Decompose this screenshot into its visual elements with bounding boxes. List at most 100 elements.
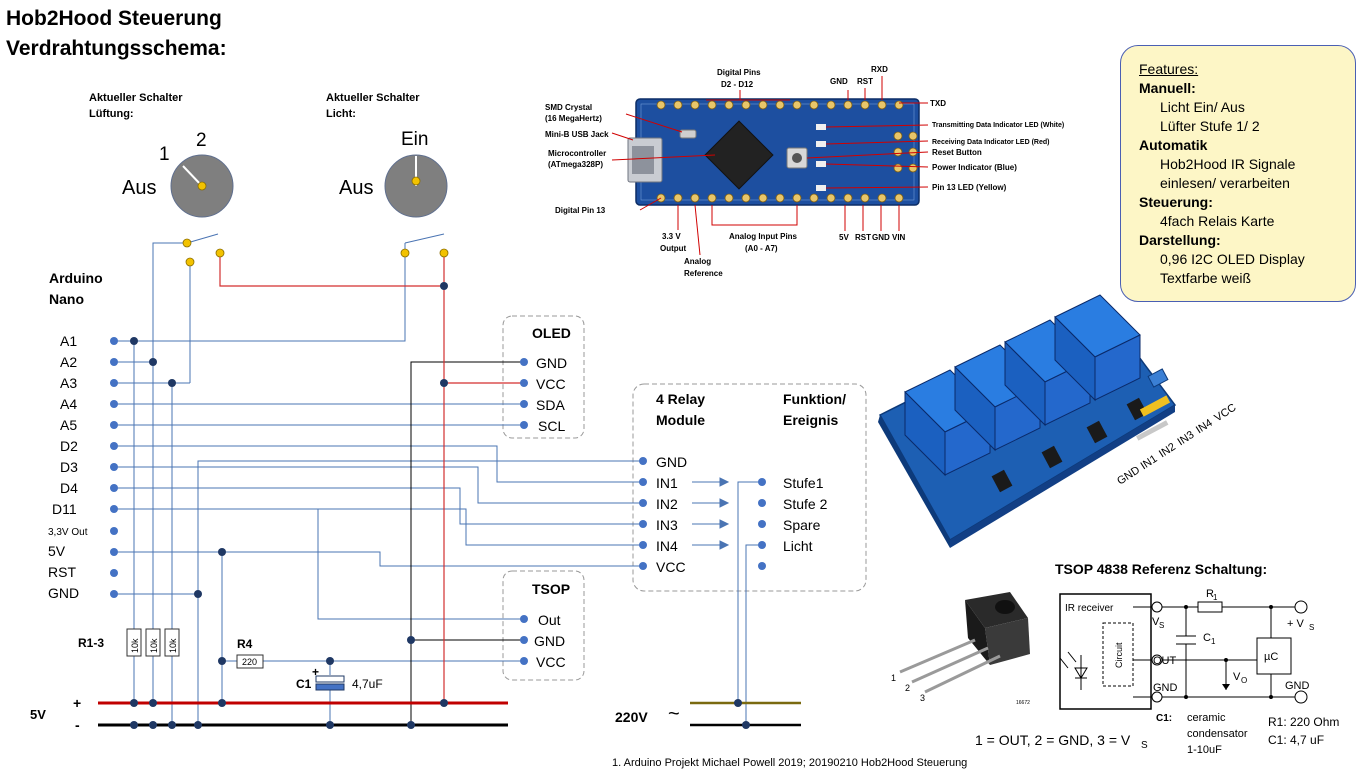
nano-label-rxd: RXD <box>871 65 888 74</box>
relay-pin-in2: IN2 <box>656 496 678 512</box>
arduino-pin-labels: A1 A2 A3 A4 A5 D2 D3 D4 D11 3,3V Out 5V … <box>48 333 88 601</box>
light-switch-caption1: Aktueller Schalter <box>326 92 420 104</box>
features-auto-item1: Hob2Hood IR Signale <box>1160 156 1296 172</box>
nano-mcu <box>704 120 774 190</box>
resistor-r1 <box>126 628 142 657</box>
tsop-box <box>502 570 585 681</box>
relay-photo-in4: IN4 <box>1194 417 1215 436</box>
tsop-pin-vcc: VCC <box>536 654 566 670</box>
tsop-pin-out: Out <box>538 612 561 628</box>
tsop-ref-vo-sub: O <box>1241 676 1247 685</box>
r4-value: 220 <box>242 657 257 667</box>
tsop-ref-title: TSOP 4838 Referenz Schaltung: <box>1055 561 1267 577</box>
c1-value: 4,7uF <box>352 677 383 691</box>
tsop-title: TSOP <box>532 581 570 597</box>
nano-label-smd1: SMD Crystal <box>545 103 592 112</box>
pin-label-a3: A3 <box>60 375 77 391</box>
nano-label-power-led: Power Indicator (Blue) <box>932 163 1017 172</box>
nano-label-reset: Reset Button <box>932 148 982 157</box>
resistor-r3 <box>164 628 180 657</box>
red-wires <box>219 253 524 703</box>
relay-func-spare: Spare <box>783 517 821 533</box>
nano-label-mcu2: (ATmega328P) <box>548 160 603 169</box>
tsop-pinout: 1 = OUT, 2 = GND, 3 = V <box>975 732 1131 748</box>
pin-label-d3: D3 <box>60 459 78 475</box>
tsop-pin3: 3 <box>920 693 925 703</box>
tsop-ref-c1: C <box>1203 632 1211 644</box>
nano-label-analog1: Analog Input Pins <box>729 232 798 241</box>
relay-module-picture: GND IN1 IN2 IN3 IN4 VCC <box>878 294 1238 548</box>
relay-title2: Module <box>656 412 705 428</box>
relay-photo-in2: IN2 <box>1157 441 1178 460</box>
nano-label-bvin: VIN <box>892 233 906 242</box>
pin-label-a1: A1 <box>60 333 77 349</box>
nano-label-v33-1: 3.3 V <box>662 232 681 241</box>
fan-switch-caption2: Lüftung: <box>89 108 134 120</box>
tsop-c1-note-1: ceramic <box>1187 712 1226 724</box>
tsop-value-r1: R1: 220 Ohm <box>1268 715 1339 729</box>
label-5v: 5V <box>30 707 46 722</box>
fan-pos1: 1 <box>159 144 170 165</box>
tsop-code: 16672 <box>1016 700 1030 706</box>
tsop-ref-gnd: GND <box>1153 682 1178 694</box>
pin-label-rst: RST <box>48 564 76 580</box>
features-control-item1: 4fach Relais Karte <box>1160 213 1275 229</box>
pin-label-d4: D4 <box>60 480 78 496</box>
label-220v: 220V <box>615 709 648 725</box>
c1-label: C1 <box>296 677 312 691</box>
light-off: Aus <box>339 177 373 199</box>
label-minus: - <box>75 717 80 733</box>
relay-arrows <box>692 477 730 550</box>
nano-label-gnd: GND <box>830 77 848 86</box>
black-wires <box>410 361 524 725</box>
tsop-circuit: Circuit <box>1114 642 1124 668</box>
tsop-ref-r1: R <box>1206 588 1214 600</box>
resistor-r2 <box>145 628 161 657</box>
pin-label-a4: A4 <box>60 396 77 412</box>
pin-label-d2: D2 <box>60 438 78 454</box>
oled-pin-vcc: VCC <box>536 376 566 392</box>
arduino-nano-picture: Digital Pins D2 - D12 GND RST RXD TXD SM… <box>545 65 1064 278</box>
tsop-ref-r1-sub: 1 <box>1213 593 1218 602</box>
relay-pin-vcc: VCC <box>656 559 686 575</box>
relay-pin-in1: IN1 <box>656 475 678 491</box>
blue-wires <box>114 233 762 725</box>
fan-switch-caption1: Aktueller Schalter <box>89 92 183 104</box>
relay-func1: Funktion/ <box>783 391 846 407</box>
footer: 1. Arduino Projekt Michael Powell 2019; … <box>612 757 967 769</box>
tsop-ref-out: OUT <box>1153 655 1177 667</box>
resistors-r1-3: R1-3 10k 10k 10k <box>78 628 180 657</box>
nano-label-bgnd: GND <box>872 233 890 242</box>
power-bus: 5V + - 220V ~ <box>30 695 801 733</box>
pin-label-d11: D11 <box>52 501 77 517</box>
nano-label-smd2: (16 MegaHertz) <box>545 114 602 123</box>
nano-label-tx-led: Transmitting Data Indicator LED (White) <box>932 122 1064 129</box>
nano-label-pin13: Digital Pin 13 <box>555 206 606 215</box>
r1-value: 10k <box>130 638 140 653</box>
nano-label-rst: RST <box>857 77 873 86</box>
tsop-pin1: 1 <box>891 673 896 683</box>
relay-pin-in4: IN4 <box>656 538 678 554</box>
nano-label-usb: Mini-B USB Jack <box>545 130 609 139</box>
relay-func-stufe1: Stufe1 <box>783 475 824 491</box>
nano-pcb <box>635 98 920 206</box>
tsop-ir-receiver: IR receiver <box>1065 603 1114 614</box>
oled-title: OLED <box>532 325 571 341</box>
relay-title1: 4 Relay <box>656 391 705 407</box>
page-title: Hob2Hood Steuerung Verdrahtungsschema: <box>6 4 227 64</box>
relay-pin-in3: IN3 <box>656 517 678 533</box>
features-box: Features: Manuell: Licht Ein/ Aus Lüfter… <box>1120 45 1356 302</box>
pin-label-gnd: GND <box>48 585 79 601</box>
nano-label-led13: Pin 13 LED (Yellow) <box>932 183 1007 192</box>
relay-pin-gnd: GND <box>656 454 687 470</box>
tsop-pin2: 2 <box>905 683 910 693</box>
label-plus: + <box>73 695 81 711</box>
relay-photo-in3: IN3 <box>1175 429 1196 448</box>
tsop-ref-c1-sub: 1 <box>1211 637 1216 646</box>
features-auto-title: Automatik <box>1139 137 1208 153</box>
tsop-ref-pvs: + V <box>1287 618 1304 630</box>
pin-label-a2: A2 <box>60 354 77 370</box>
r4-body <box>236 654 264 669</box>
oled-box <box>502 315 585 439</box>
